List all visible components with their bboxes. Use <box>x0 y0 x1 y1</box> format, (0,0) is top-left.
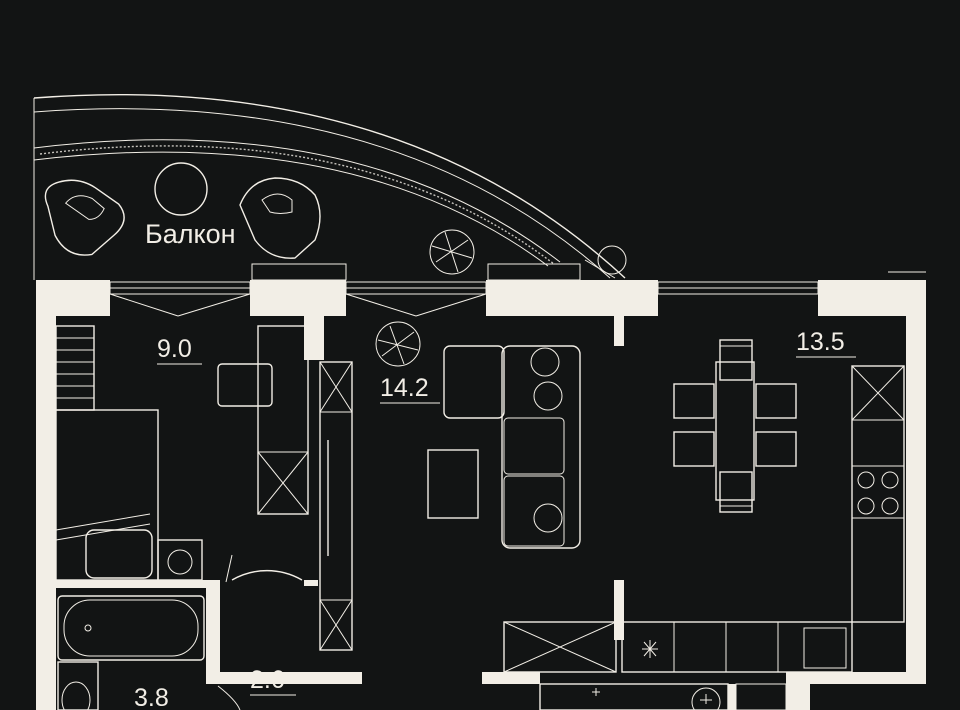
balcony-outer-arc <box>33 93 626 279</box>
balcony-label: Балкон <box>145 219 236 249</box>
bedroom-chair <box>217 363 273 407</box>
balcony-corner-post <box>597 245 627 275</box>
hall-door-swing <box>231 570 303 581</box>
bedroom-area: 9.0 <box>157 335 192 363</box>
hall-wardrobe <box>503 621 617 673</box>
dining-table <box>715 361 755 501</box>
balcony-rail-hatch <box>39 145 555 265</box>
bath2-vanity <box>539 683 729 710</box>
kitchen-sink <box>803 627 847 669</box>
bathroom-area: 3.8 <box>134 684 169 710</box>
living-coffee-table <box>427 449 479 519</box>
bedroom-nightstand <box>157 539 203 581</box>
kitchen-counter-bottom <box>621 621 853 673</box>
balcony-plant <box>429 229 475 275</box>
windows <box>109 263 819 317</box>
kitchen-area: 13.5 <box>796 328 845 356</box>
bed-pillow <box>85 529 153 579</box>
balcony-outer-arc-2 <box>33 108 611 279</box>
balcony-rail-arc-inner <box>33 151 549 267</box>
balcony-chair-right <box>239 177 321 259</box>
bedroom-bed <box>55 409 159 581</box>
balcony-chair-left <box>44 179 125 256</box>
bathroom-furniture: 2.6 3.8 <box>57 554 787 710</box>
balcony-area: Балкон <box>33 93 627 280</box>
living-ottoman <box>443 345 505 419</box>
dining-chairs <box>673 339 797 513</box>
kitchen-furniture: 13.5 <box>503 328 905 673</box>
bathroom-toilet <box>57 661 99 710</box>
balcony-corner-rail <box>584 259 616 279</box>
hall-area: 2.6 <box>250 666 285 694</box>
living-furniture: 14.2 <box>319 321 581 651</box>
balcony-round-table <box>154 162 208 216</box>
balcony-rail-arc-outer <box>33 139 561 263</box>
walls <box>36 271 926 710</box>
living-sofa <box>501 345 581 549</box>
bedroom-furniture: 9.0 <box>55 325 309 581</box>
living-plant <box>375 321 421 367</box>
bathtub <box>57 595 205 661</box>
living-area: 14.2 <box>380 374 429 402</box>
kitchen-stove <box>851 465 905 519</box>
